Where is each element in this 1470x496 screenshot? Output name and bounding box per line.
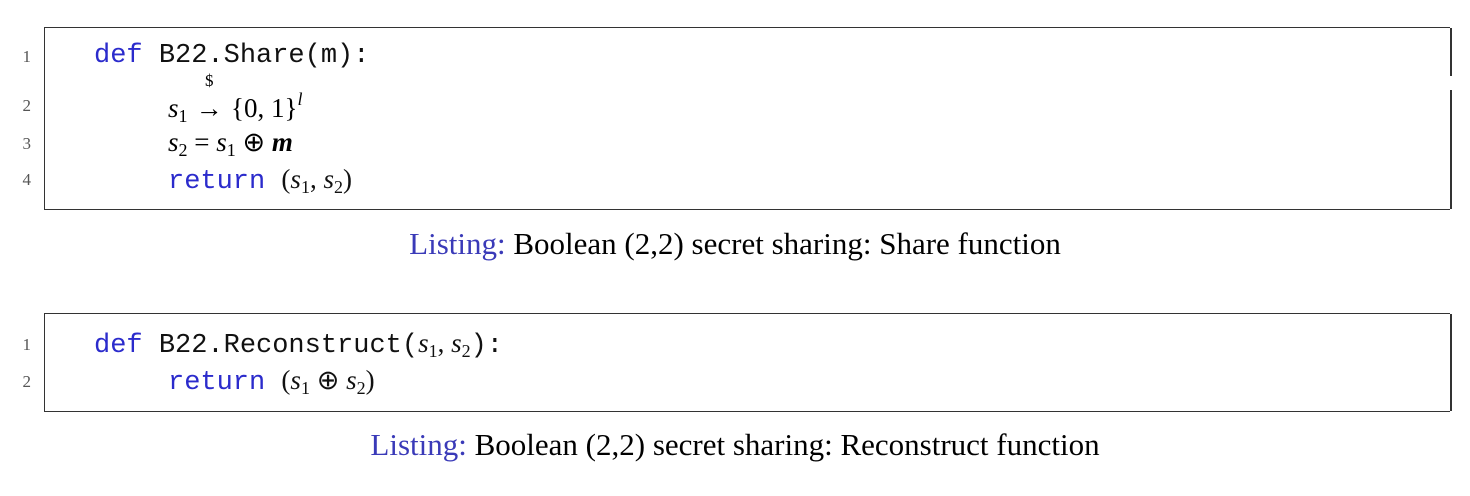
math-subscript: 1 xyxy=(300,177,310,197)
math-subscript: 2 xyxy=(461,341,471,361)
math-expression: (s1 ⊕ s2) xyxy=(281,365,375,398)
function-signature: B22.Reconstruct( xyxy=(158,331,419,361)
code-text: return (s1, s2) xyxy=(168,164,352,198)
listing-right-border xyxy=(1450,90,1452,209)
function-signature: B22.Share(m): xyxy=(158,41,370,71)
math-paren: ( xyxy=(281,164,291,194)
math-subscript: 2 xyxy=(333,177,343,197)
code-line: 2 return (s1 ⊕ s2) xyxy=(23,364,1450,404)
math-subscript: 1 xyxy=(226,140,236,160)
math-var: s xyxy=(418,328,429,358)
listing-right-border xyxy=(1450,28,1452,76)
math-var: s xyxy=(168,93,179,123)
code-line: 2 s1 $→ {0, 1}l xyxy=(23,71,1450,127)
line-number: 2 xyxy=(22,96,32,115)
code-line: 4 return (s1, s2) xyxy=(23,163,1450,203)
code-text: return (s1 ⊕ s2) xyxy=(168,365,375,399)
xor-operator: ⊕ xyxy=(316,365,340,395)
math-expression: s1 $→ {0, 1}l xyxy=(168,71,303,127)
caption-text: Boolean (2,2) secret sharing: Reconstruc… xyxy=(474,427,1100,462)
line-number: 1 xyxy=(22,47,32,66)
code-text: def B22.Share(m): xyxy=(94,41,369,71)
math-expression: (s1, s2) xyxy=(281,164,352,197)
math-comma: , xyxy=(437,328,445,358)
caption-text: Boolean (2,2) secret sharing: Share func… xyxy=(513,226,1061,261)
math-var: s xyxy=(346,365,357,395)
math-var: s xyxy=(451,328,462,358)
def-keyword: def xyxy=(94,331,143,361)
math-subscript: 1 xyxy=(428,341,438,361)
listing-caption: Listing: Boolean (2,2) secret sharing: S… xyxy=(0,226,1470,262)
math-var: s xyxy=(290,164,301,194)
math-var: m xyxy=(271,127,293,157)
line-number: 3 xyxy=(22,134,32,153)
line-number: 1 xyxy=(22,335,32,354)
line-number: 2 xyxy=(22,372,32,391)
math-var: s xyxy=(216,127,227,157)
code-close: ): xyxy=(470,331,503,361)
code-line: 3 s2 = s1 ⊕ m xyxy=(23,127,1450,167)
math-comma: , xyxy=(309,164,317,194)
math-paren: ( xyxy=(281,365,291,395)
math-subscript: 1 xyxy=(300,378,310,398)
line-number: 4 xyxy=(22,170,32,189)
share-listing: 1 def B22.Share(m): 2 s1 $→ {0, 1}l 3 s2… xyxy=(23,27,1452,210)
math-set: {0, 1} xyxy=(231,93,298,123)
math-subscript: 1 xyxy=(178,106,188,126)
caption-label: Listing: xyxy=(370,427,467,462)
return-keyword: return xyxy=(168,368,266,398)
random-sample-arrow: $→ xyxy=(195,71,223,123)
math-expression: s1, s2 xyxy=(418,328,471,361)
math-operator: = xyxy=(194,127,210,157)
listing-right-border xyxy=(1450,314,1452,411)
math-expression: s2 = s1 ⊕ m xyxy=(168,127,293,161)
caption-label: Listing: xyxy=(409,226,506,261)
math-subscript: 2 xyxy=(356,378,366,398)
arrow-label: $ xyxy=(205,71,214,90)
math-superscript: l xyxy=(297,89,303,109)
def-keyword: def xyxy=(94,41,143,71)
listing-caption: Listing: Boolean (2,2) secret sharing: R… xyxy=(0,427,1470,463)
code-text: def B22.Reconstruct(s1, s2): xyxy=(94,328,503,362)
reconstruct-listing: 1 def B22.Reconstruct(s1, s2): 2 return … xyxy=(23,313,1452,412)
math-paren: ) xyxy=(342,164,352,194)
math-subscript: 2 xyxy=(178,140,188,160)
code-line: 1 def B22.Share(m): xyxy=(23,39,1450,79)
math-var: s xyxy=(168,127,179,157)
return-keyword: return xyxy=(168,167,266,197)
math-var: s xyxy=(323,164,334,194)
math-var: s xyxy=(290,365,301,395)
code-line: 1 def B22.Reconstruct(s1, s2): xyxy=(23,326,1450,366)
xor-operator: ⊕ xyxy=(242,127,266,157)
math-paren: ) xyxy=(365,365,375,395)
